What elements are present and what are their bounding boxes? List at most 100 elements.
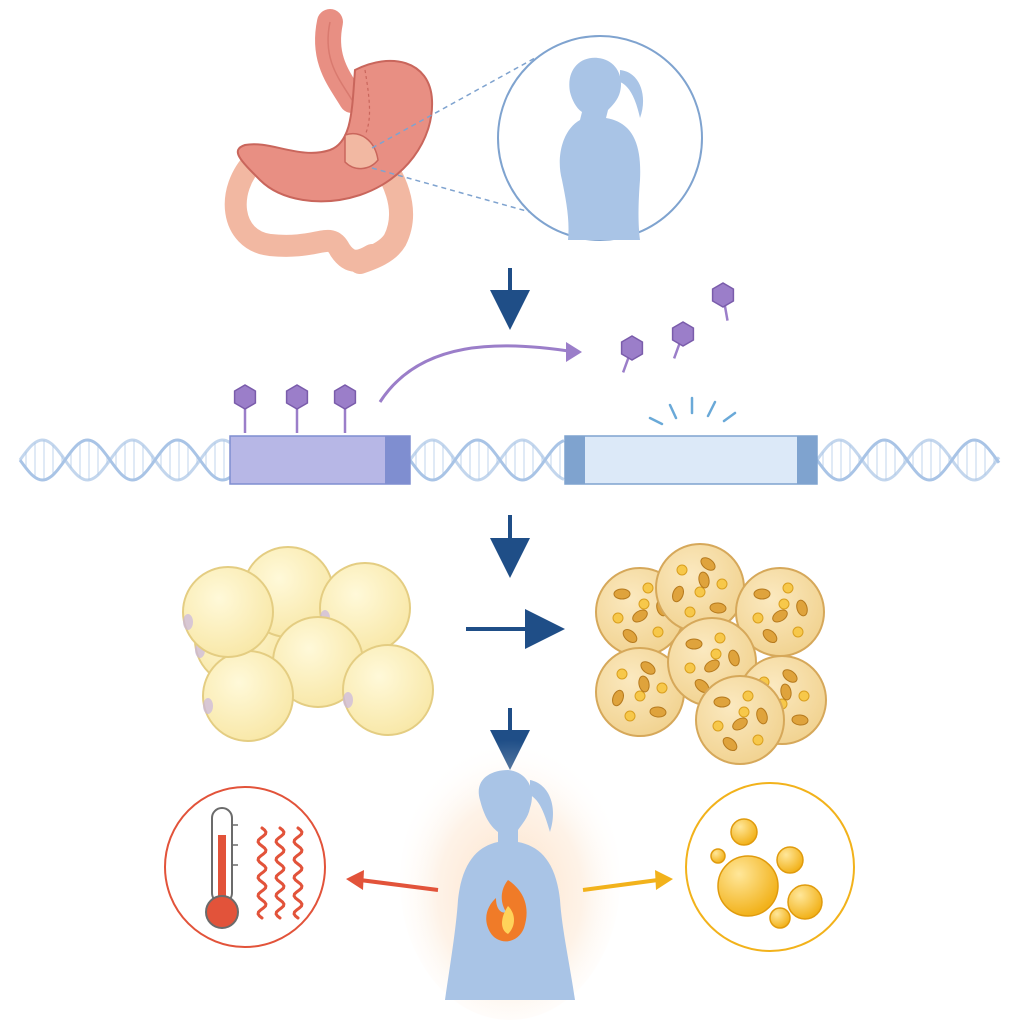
methylated-gene-box xyxy=(229,435,411,485)
dna-strand xyxy=(408,438,565,482)
patient-circle xyxy=(497,35,703,241)
small-lipid-droplet xyxy=(792,626,804,638)
mitochondrion xyxy=(796,599,808,617)
stomach-icon xyxy=(224,9,434,274)
mitochondrion xyxy=(649,706,667,718)
dna-strand xyxy=(408,438,565,482)
dna-strand xyxy=(815,438,1001,482)
mitochondrion xyxy=(791,714,809,726)
small-lipid-droplet xyxy=(738,706,750,718)
beige-fat-cell xyxy=(595,647,685,737)
small-lipid-droplet xyxy=(752,734,764,746)
mitochondrion xyxy=(698,571,710,589)
small-lipid-droplet xyxy=(710,648,722,660)
mitochondrion xyxy=(728,649,740,667)
methyl-group-icon xyxy=(285,384,309,433)
small-lipid-droplet xyxy=(778,598,790,610)
female-silhouette-icon xyxy=(559,57,644,240)
white-adipocyte-cluster-icon xyxy=(182,546,434,742)
lipid-droplets-icon xyxy=(710,818,823,929)
mitochondrion xyxy=(753,588,771,600)
thermogenesis-arrow-head xyxy=(346,870,364,890)
small-lipid-droplet xyxy=(742,690,754,702)
lipid-droplet xyxy=(787,884,823,920)
methyl-groups-on-gene xyxy=(233,384,357,433)
mitochondrion xyxy=(756,707,768,725)
mitochondrion xyxy=(622,628,638,644)
mitochondrion xyxy=(713,696,731,708)
white-fat-cell xyxy=(342,644,434,736)
mitochondrion xyxy=(704,659,720,673)
methyl-group-icon xyxy=(620,335,644,373)
mitochondrion xyxy=(700,557,716,571)
thermometer-icon xyxy=(205,807,239,929)
beige-adipocyte-cluster-icon xyxy=(595,543,827,765)
mitochondrion xyxy=(672,585,684,603)
methyl-group-icon xyxy=(711,282,735,321)
lipid-droplet xyxy=(730,818,758,846)
expression-burst-icon xyxy=(648,396,737,426)
white-fat-cell xyxy=(202,650,294,742)
small-lipid-droplet xyxy=(676,564,688,576)
methyl-group-icon xyxy=(333,384,357,433)
small-lipid-droplet xyxy=(656,682,668,694)
heat-wave xyxy=(292,826,304,920)
lipid-droplet xyxy=(769,907,791,929)
mitochondrion xyxy=(732,717,748,731)
small-lipid-droplet xyxy=(694,586,706,598)
mitochondrion xyxy=(632,609,648,623)
mitochondrion xyxy=(613,588,631,600)
beige-fat-cell xyxy=(655,543,745,633)
metabolic-woman xyxy=(400,740,620,1020)
demethylation-arrow xyxy=(378,344,576,403)
lipid-droplet xyxy=(776,846,804,874)
mitochondrion xyxy=(640,661,656,675)
heat-wave xyxy=(274,826,286,920)
heat-waves-icon xyxy=(256,826,304,920)
small-lipid-droplet xyxy=(782,582,794,594)
small-lipid-droplet xyxy=(716,578,728,590)
beige-fat-cell xyxy=(735,567,825,657)
mitochondrion xyxy=(685,638,703,650)
small-lipid-droplet xyxy=(616,668,628,680)
small-lipid-droplet xyxy=(652,626,664,638)
small-lipid-droplet xyxy=(684,606,696,618)
thermogenesis-arrow xyxy=(359,878,439,892)
small-lipid-droplet xyxy=(624,710,636,722)
lipid-droplet xyxy=(717,855,779,917)
lipid-oxidation-arrow xyxy=(582,878,659,892)
small-lipid-droplet xyxy=(612,612,624,624)
dna-strand xyxy=(815,438,1001,482)
lipid-oxidation-circle xyxy=(685,782,855,952)
mitochondrion xyxy=(762,628,778,644)
mitochondrion xyxy=(782,669,798,683)
small-lipid-droplet xyxy=(714,632,726,644)
lipid-oxidation-arrow-head xyxy=(655,870,673,890)
small-lipid-droplet xyxy=(712,720,724,732)
beige-fat-cell xyxy=(695,675,785,765)
small-lipid-droplet xyxy=(684,662,696,674)
methyl-group-icon xyxy=(671,321,695,359)
mitochondrion xyxy=(709,602,727,614)
mitochondrion xyxy=(780,683,792,701)
mitochondrion xyxy=(612,689,624,707)
active-gene-box xyxy=(564,435,818,485)
zoom-guide-lines xyxy=(371,57,536,213)
small-lipid-droplet xyxy=(642,582,654,594)
mitochondrion xyxy=(722,736,738,752)
flame-icon xyxy=(486,880,527,942)
small-lipid-droplet xyxy=(638,598,650,610)
white-fat-cell xyxy=(182,566,274,658)
released-methyl-groups xyxy=(620,282,735,373)
mitochondrion xyxy=(638,675,650,693)
small-lipid-droplet xyxy=(798,690,810,702)
mitochondrion xyxy=(772,609,788,623)
methyl-group-icon xyxy=(233,384,257,433)
heat-wave xyxy=(256,826,268,920)
small-lipid-droplet xyxy=(634,690,646,702)
demethylation-arrow-head xyxy=(566,342,582,362)
dna-double-helix-icon xyxy=(18,438,1001,482)
lipid-droplet xyxy=(710,848,726,864)
